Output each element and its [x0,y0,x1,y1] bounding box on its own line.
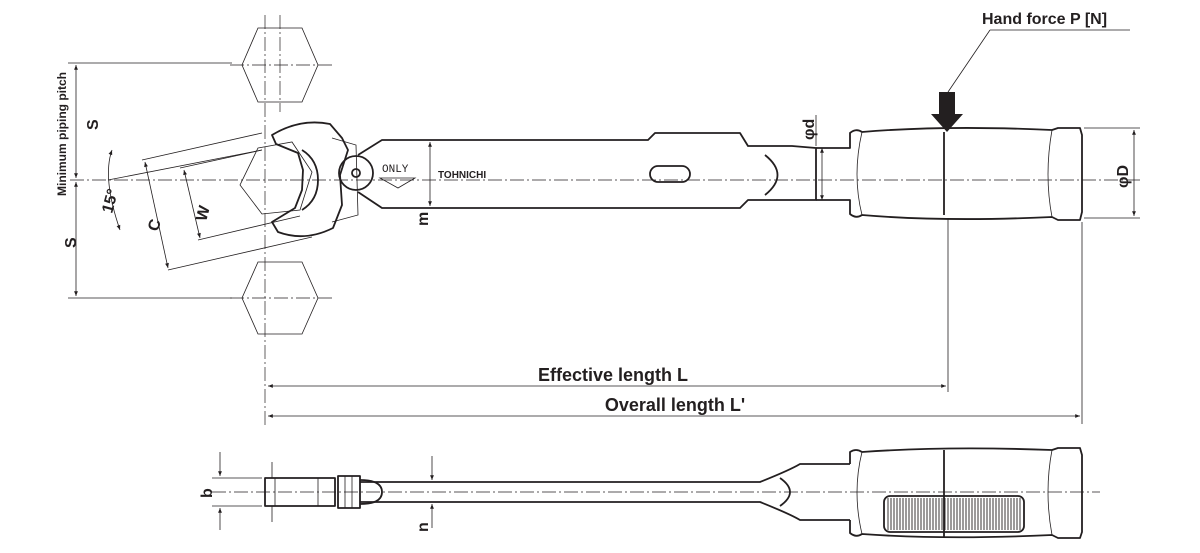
spanner-head [271,121,374,238]
b-dimension [212,452,262,530]
min-piping-pitch-label: Minimum piping pitch [55,72,69,196]
side-view: b n [199,447,1100,539]
jaw-dimensions [107,132,313,271]
engaged-hex-nut [239,141,313,215]
phi-d-large-label: φD [1115,165,1132,188]
shaft-slot [649,165,691,183]
length-dimensions [268,218,1083,424]
grip-knurl-pattern [883,495,1025,533]
angle-label: 15° [99,187,122,215]
top-view: ONLY TOHNICHI Hand force P [N] φd [55,11,1140,425]
side-shaft [360,463,850,521]
phi-d-small-dimension [815,115,824,200]
s-lower-label: S [63,237,80,248]
side-head [264,462,383,522]
phi-d-large-dimension [1084,127,1140,219]
wrench-shaft: ONLY TOHNICHI [357,132,817,209]
only-marking: ONLY [382,164,409,176]
upper-hex-nut [230,15,335,112]
side-grip [849,447,1083,539]
hand-force-label: Hand force P [N] [982,11,1107,28]
n-label: n [415,522,432,532]
s-upper-label: S [85,119,102,130]
overall-length-label: Overall length L' [605,395,745,415]
m-label: m [415,212,432,226]
brand-marking: TOHNICHI [438,170,486,181]
handle-grip [816,127,1083,221]
w-label: W [193,203,214,223]
lower-hex-nut [230,261,335,335]
effective-length-label: Effective length L [538,365,688,385]
phi-d-small-label: φd [801,119,818,140]
c-label: C [145,217,165,233]
hand-force-arrow-icon [931,29,1130,132]
only-arrow-icon [378,177,417,189]
b-label: b [199,488,216,498]
s-dimensions [68,62,232,299]
